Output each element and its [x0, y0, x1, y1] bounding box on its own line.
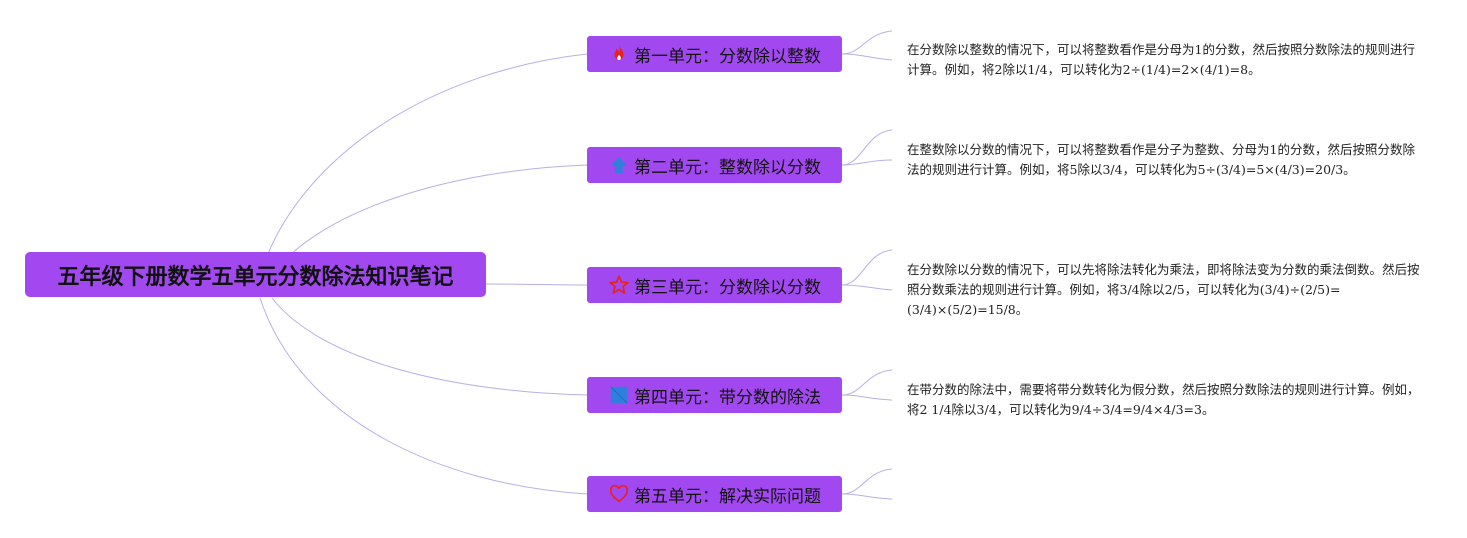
- branch-node-1[interactable]: 第一单元：分数除以整数: [587, 36, 842, 72]
- branch-label: 第一单元：分数除以整数: [634, 46, 821, 67]
- root-node[interactable]: 五年级下册数学五单元分数除法知识笔记: [25, 252, 486, 297]
- connector-branch-3-note: [841, 284, 893, 291]
- root-title: 五年级下册数学五单元分数除法知识笔记: [57, 264, 454, 290]
- fire-icon: [608, 43, 630, 65]
- connector-branch-1-note: [841, 53, 893, 61]
- branch-node-2[interactable]: 第二单元：整数除以分数: [587, 147, 842, 183]
- branch-label: 第三单元：分数除以分数: [634, 277, 821, 298]
- branch-label: 第五单元：解决实际问题: [634, 486, 821, 507]
- connector-branch-1-note: [841, 30, 893, 55]
- connector-branch-3-note: [841, 249, 893, 286]
- connector-root-branch-3: [485, 283, 588, 286]
- branch-label: 第四单元：带分数的除法: [634, 387, 821, 408]
- connector-root-branch-4: [271, 297, 588, 396]
- connector-branch-5-note: [841, 468, 893, 495]
- heart-icon: [608, 483, 630, 505]
- branch-note-1: 在分数除以整数的情况下，可以将整数看作是分母为1的分数，然后按照分数除法的规则进…: [907, 42, 1415, 77]
- connector-root-branch-2: [271, 164, 588, 276]
- up-arrow-icon: [608, 154, 630, 176]
- square-icon: [608, 384, 630, 406]
- branch-node-3[interactable]: 第三单元：分数除以分数: [587, 267, 842, 303]
- branch-node-5[interactable]: 第五单元：解决实际问题: [587, 476, 842, 512]
- connector-branch-5-note: [841, 493, 893, 500]
- branch-note-2: 在整数除以分数的情况下，可以将整数看作是分子为整数、分母为1的分数，然后按照分数…: [907, 142, 1415, 177]
- connector-root-branch-5: [259, 297, 588, 495]
- branch-node-4[interactable]: 第四单元：带分数的除法: [587, 377, 842, 413]
- connector-branch-2-note: [841, 129, 893, 166]
- star-icon: [608, 274, 630, 296]
- branch-note-4: 在带分数的除法中，需要将带分数转化为假分数，然后按照分数除法的规则进行计算。例如…: [907, 382, 1420, 417]
- branch-note-3: 在分数除以分数的情况下，可以先将除法转化为乘法，即将除法变为分数的乘法倒数。然后…: [907, 262, 1420, 317]
- connector-branch-2-note: [841, 159, 893, 166]
- connector-branch-4-note: [841, 394, 893, 401]
- connector-branch-4-note: [841, 369, 893, 396]
- branch-label: 第二单元：整数除以分数: [634, 157, 821, 178]
- connector-root-branch-1: [259, 53, 588, 276]
